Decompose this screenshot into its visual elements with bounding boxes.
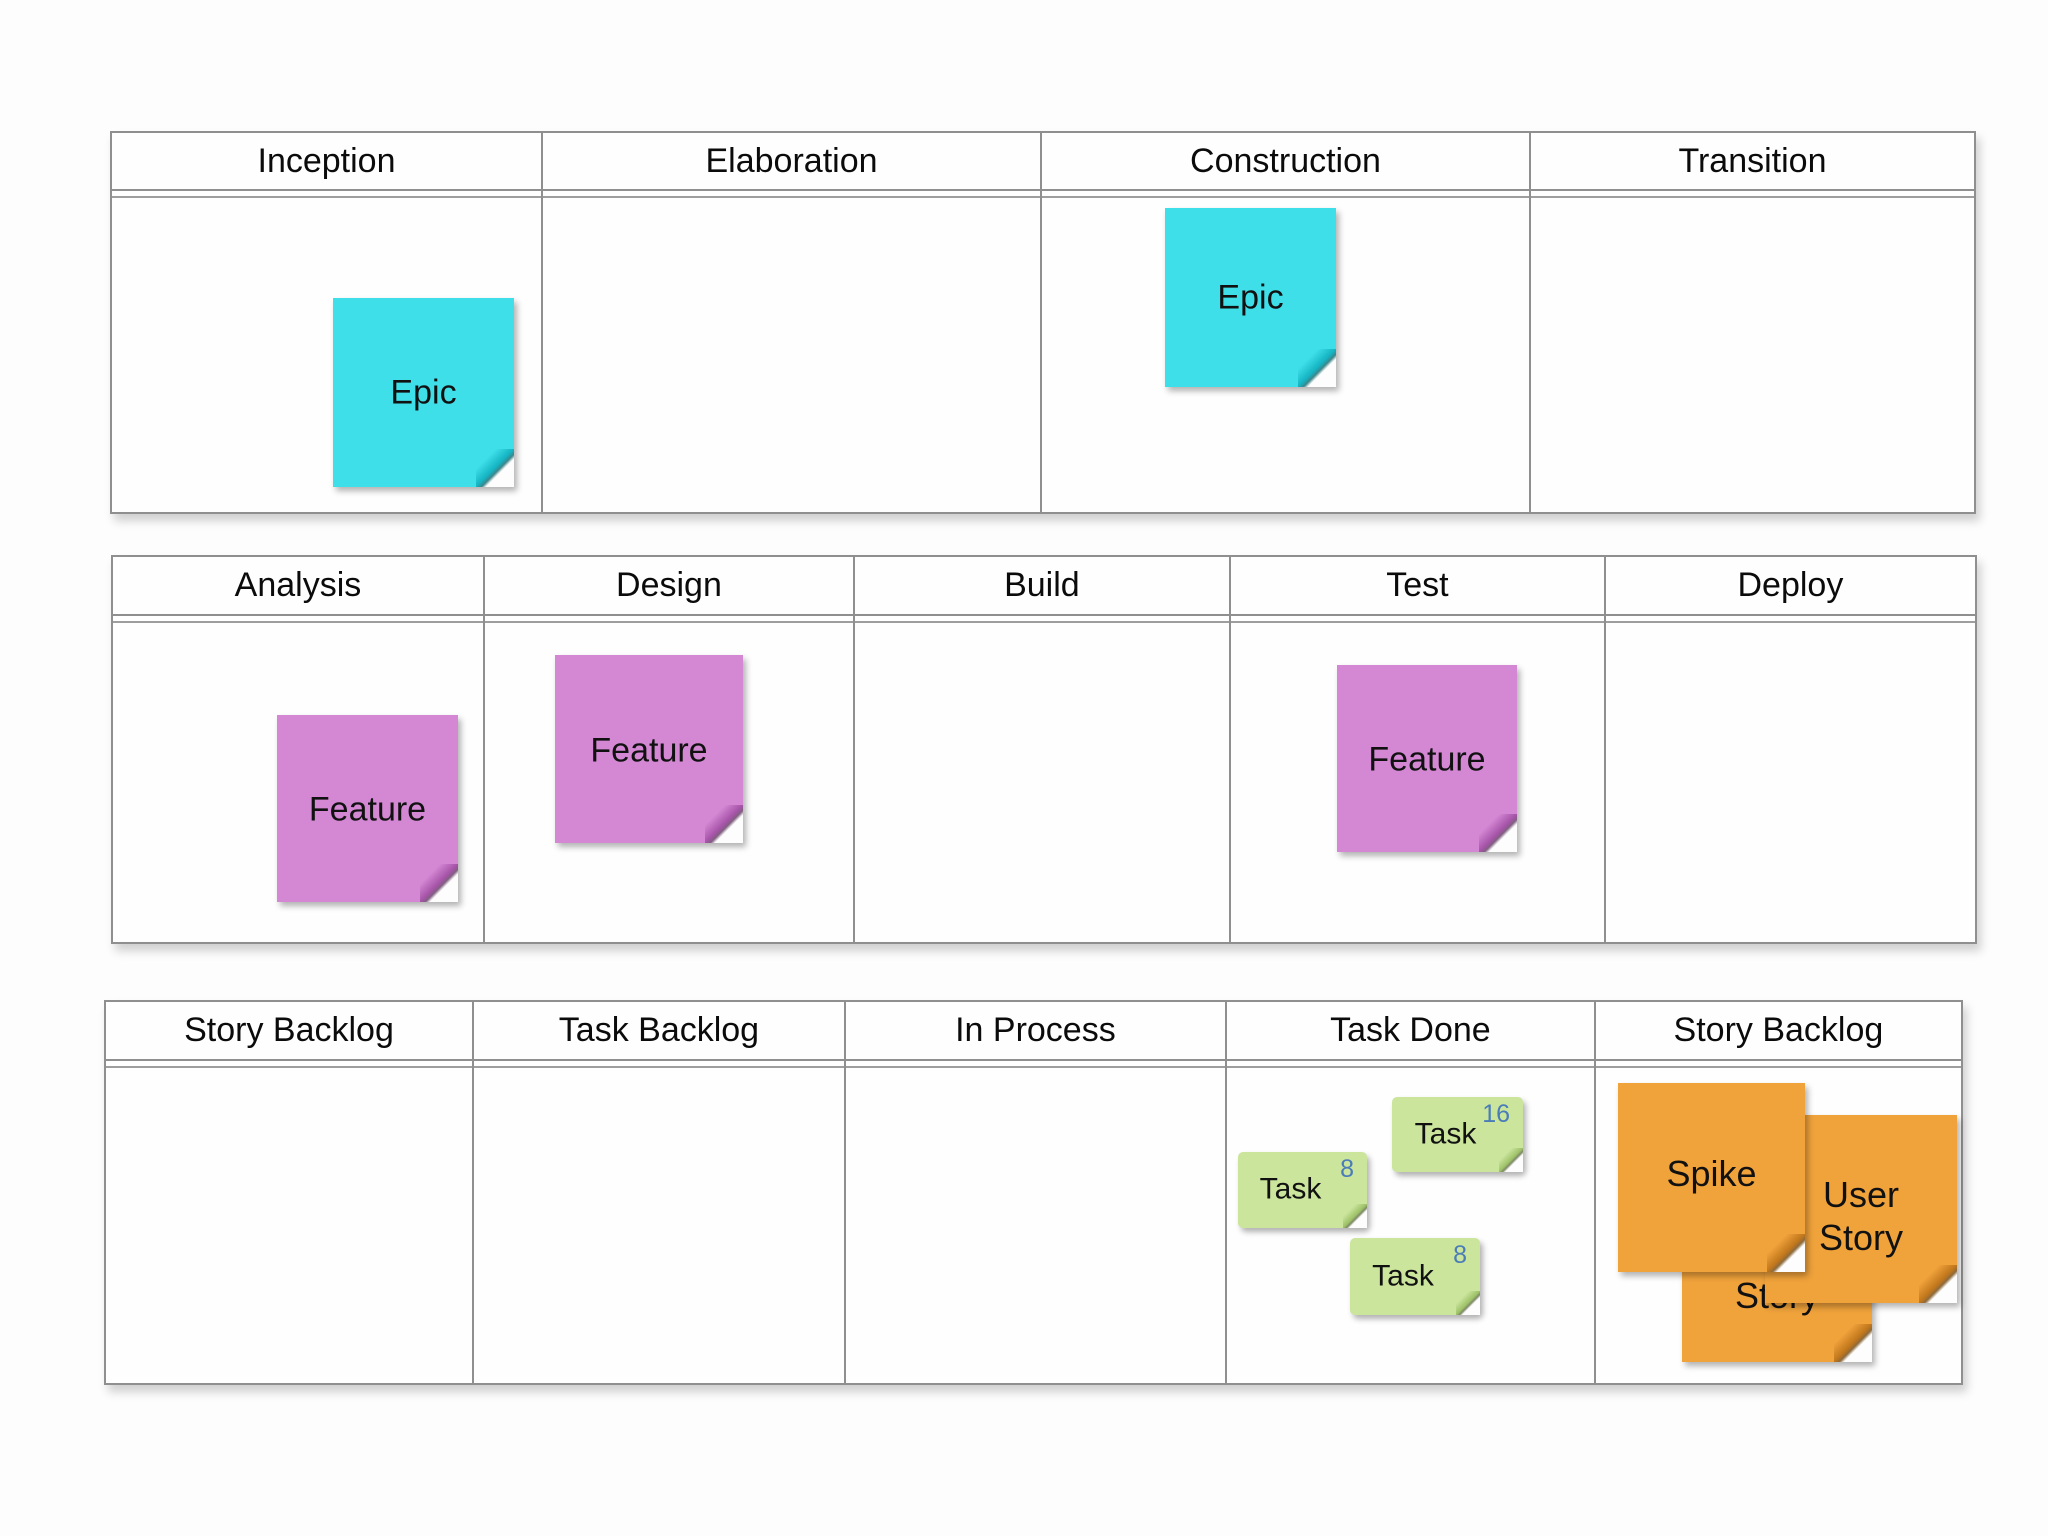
page-curl-icon xyxy=(1479,814,1517,852)
column-header-task-backlog: Task Backlog xyxy=(473,1002,844,1061)
header-divider xyxy=(1530,191,1974,198)
sticky-note-epic-inception[interactable]: Epic xyxy=(333,298,514,487)
sticky-note-epic-construction[interactable]: Epic xyxy=(1165,208,1336,387)
column-title: Task Backlog xyxy=(558,1011,760,1049)
note-hours-badge: 16 xyxy=(1482,1100,1510,1128)
note-label: Task xyxy=(1414,1117,1477,1151)
column-elaboration: Elaboration xyxy=(541,133,1041,512)
header-divider xyxy=(484,616,853,623)
note-label: Feature xyxy=(590,731,708,770)
page-curl-icon xyxy=(705,805,743,843)
column-cell-in-process xyxy=(845,1068,1225,1383)
column-header-story-backlog: Story Backlog xyxy=(106,1002,472,1061)
sticky-note-task-8-left[interactable]: Task 8 xyxy=(1238,1152,1367,1228)
sticky-note-spike[interactable]: Spike xyxy=(1618,1083,1805,1272)
column-header-in-process: In Process xyxy=(845,1002,1225,1061)
column-header-elaboration: Elaboration xyxy=(543,133,1041,191)
header-divider xyxy=(113,616,483,623)
column-deploy: Deploy xyxy=(1603,557,1975,942)
page-curl-icon xyxy=(1298,349,1336,387)
header-divider xyxy=(543,191,1041,198)
header-divider xyxy=(1605,616,1975,623)
column-header-deploy: Deploy xyxy=(1605,557,1975,616)
column-header-test: Test xyxy=(1230,557,1604,616)
note-label: Task xyxy=(1259,1172,1322,1206)
column-title: Transition xyxy=(1678,141,1827,180)
column-title: Build xyxy=(1004,566,1080,604)
column-header-task-done: Task Done xyxy=(1226,1002,1594,1061)
column-cell-elaboration xyxy=(543,198,1041,512)
sticky-note-task-8-bottom[interactable]: Task 8 xyxy=(1350,1238,1480,1315)
page-curl-icon xyxy=(476,449,514,487)
note-label: Task xyxy=(1372,1259,1434,1293)
note-hours-badge: 8 xyxy=(1340,1155,1354,1183)
column-transition: Transition xyxy=(1528,133,1974,512)
column-cell-task-backlog xyxy=(473,1068,844,1383)
note-label: Feature xyxy=(1368,740,1486,779)
column-title: Inception xyxy=(257,141,396,180)
header-divider xyxy=(1595,1061,1961,1068)
header-divider xyxy=(854,616,1229,623)
column-cell-transition xyxy=(1530,198,1974,512)
page-curl-icon xyxy=(1456,1291,1480,1315)
header-divider xyxy=(845,1061,1225,1068)
note-hours-badge: 8 xyxy=(1453,1241,1467,1269)
column-header-story-backlog: Story Backlog xyxy=(1595,1002,1961,1061)
page-curl-icon xyxy=(1919,1265,1957,1303)
header-divider xyxy=(106,1061,472,1068)
sticky-note-feature-test[interactable]: Feature xyxy=(1337,665,1517,852)
column-title: Test xyxy=(1386,566,1449,604)
column-header-inception: Inception xyxy=(112,133,541,191)
sticky-note-feature-design[interactable]: Feature xyxy=(555,655,743,843)
note-label: Epic xyxy=(1217,277,1284,316)
column-title: Analysis xyxy=(234,566,362,604)
header-divider xyxy=(473,1061,844,1068)
header-divider xyxy=(112,191,541,198)
column-header-build: Build xyxy=(854,557,1229,616)
column-title: Design xyxy=(616,566,722,604)
page-curl-icon xyxy=(1343,1204,1367,1228)
sticky-note-feature-analysis[interactable]: Feature xyxy=(277,715,458,902)
note-label: Feature xyxy=(308,790,427,829)
page-curl-icon xyxy=(1834,1324,1872,1362)
note-label: User Story xyxy=(1818,1173,1904,1259)
column-cell-deploy xyxy=(1605,623,1975,942)
column-cell-build xyxy=(854,623,1229,942)
header-divider xyxy=(1042,191,1529,198)
column-story-backlog: Story Backlog xyxy=(106,1002,472,1383)
note-label: Epic xyxy=(390,372,457,411)
column-title: In Process xyxy=(955,1011,1116,1049)
note-label: Spike xyxy=(1666,1152,1757,1194)
column-title: Construction xyxy=(1190,141,1381,180)
page-curl-icon xyxy=(420,864,458,902)
column-title: Story Backlog xyxy=(1673,1011,1884,1049)
column-header-construction: Construction xyxy=(1042,133,1529,191)
column-header-design: Design xyxy=(484,557,853,616)
column-in-process: In Process xyxy=(843,1002,1225,1383)
column-header-transition: Transition xyxy=(1530,133,1974,191)
header-divider xyxy=(1230,616,1604,623)
column-title: Deploy xyxy=(1737,566,1844,604)
page-curl-icon xyxy=(1499,1148,1523,1172)
column-build: Build xyxy=(852,557,1229,942)
column-cell-story-backlog xyxy=(106,1068,472,1383)
page-curl-icon xyxy=(1767,1234,1805,1272)
board-task-kanban: Story Backlog Task Backlog In Process Task … xyxy=(104,1000,1963,1385)
header-divider xyxy=(1226,1061,1594,1068)
column-title: Story Backlog xyxy=(184,1011,394,1049)
column-header-analysis: Analysis xyxy=(113,557,483,616)
column-title: Elaboration xyxy=(705,141,878,180)
column-title: Task Done xyxy=(1330,1011,1491,1049)
column-task-backlog: Task Backlog xyxy=(471,1002,844,1383)
